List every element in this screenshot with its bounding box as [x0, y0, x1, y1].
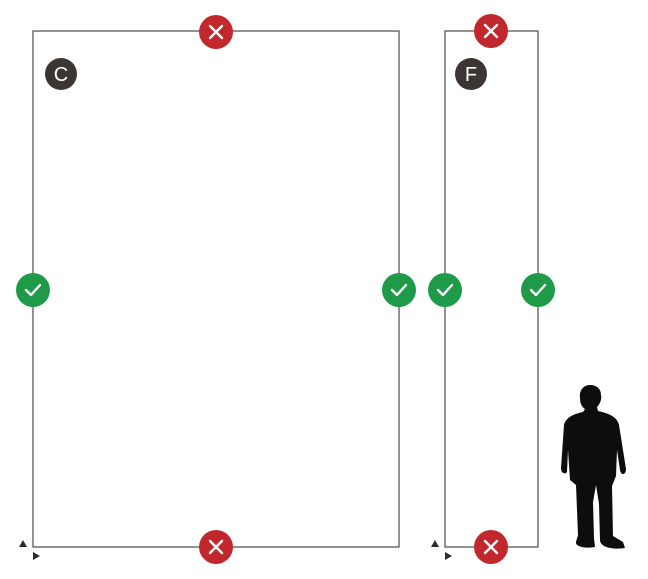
panel-c-badge: C	[45, 58, 77, 90]
panel-f-right-check-icon	[521, 273, 555, 307]
panel-f-left-check-icon	[428, 273, 462, 307]
panel-f-corner-up-triangle-icon	[431, 540, 439, 547]
person-silhouette-icon	[561, 385, 626, 549]
panel-c-badge-letter: C	[54, 64, 68, 86]
panel-c: C	[16, 15, 416, 564]
panel-c-outline	[32, 30, 400, 548]
panel-f-badge-circle	[455, 58, 487, 90]
panel-c-corner-right-triangle-icon	[33, 552, 40, 560]
panel-f-corner-right-triangle-icon	[445, 552, 452, 560]
panel-c-corner-up-triangle-icon	[19, 540, 27, 547]
panel-f-top-close-icon	[474, 14, 508, 48]
panel-f-badge-letter: F	[465, 64, 477, 86]
panel-c-left-check-icon	[16, 273, 50, 307]
panel-c-bottom-close-icon	[199, 530, 233, 564]
panel-f: F	[428, 14, 555, 564]
panel-c-top-close-icon	[199, 15, 233, 49]
panel-c-badge-circle	[45, 58, 77, 90]
panel-f-bottom-close-icon	[474, 530, 508, 564]
panel-c-right-check-icon	[382, 273, 416, 307]
panel-f-badge: F	[455, 58, 487, 90]
